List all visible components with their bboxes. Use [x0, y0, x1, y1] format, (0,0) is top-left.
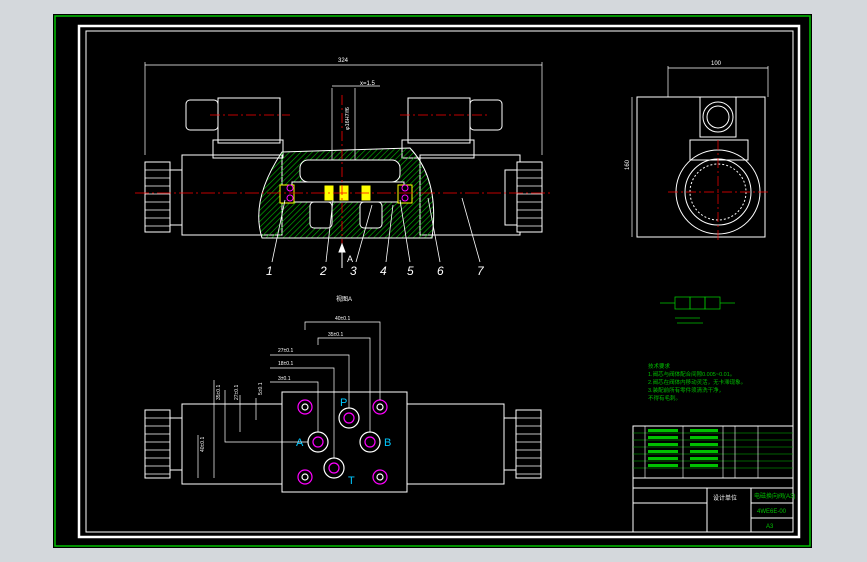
parts-list — [633, 426, 793, 478]
callout-2: 2 — [319, 264, 327, 278]
dim-p-e: 3±0.1 — [278, 376, 291, 382]
view-arrow-label: A — [347, 254, 353, 264]
note-1: 1.阀芯与阀体配合间隙0.005~0.01。 — [648, 370, 735, 378]
valve-internals — [279, 159, 413, 229]
callout-5: 5 — [407, 264, 414, 278]
dim-overall-width: 324 — [338, 58, 349, 64]
mount-hole-br — [372, 469, 388, 485]
notes-title: 技术要求 — [648, 362, 671, 370]
front-view — [144, 97, 543, 236]
drawing-sheet — [53, 14, 812, 548]
callout-7: 7 — [477, 264, 485, 278]
title-block-title: 电磁换向阀(A3) — [754, 492, 795, 500]
mount-hole-tl — [297, 399, 313, 415]
mount-hole-bl — [297, 469, 313, 485]
drawing-frame — [77, 24, 801, 539]
dim-p-c: 27±0.1 — [278, 348, 293, 354]
callout-6: 6 — [437, 264, 444, 278]
spring-left — [286, 184, 409, 202]
dim-side-height: 160 — [625, 159, 631, 170]
callout-1: 1 — [266, 264, 273, 278]
title-block-drawing-no: 4WE6E-00 — [757, 509, 787, 515]
dim-side-width: 100 — [711, 61, 722, 67]
dim-p-d: 18±0.1 — [278, 361, 293, 367]
dim-v-b: 27±0.1 — [234, 385, 240, 400]
dim-v-a: 35±0.1 — [216, 385, 222, 400]
title-block — [632, 425, 794, 533]
dim-spool-gap: x=1.5 — [360, 81, 376, 87]
port-p-label: P — [340, 397, 347, 409]
note-2: 2.阀芯在阀体内移动灵活，无卡滞现象。 — [648, 378, 746, 386]
right-knob — [516, 161, 543, 233]
dim-p-b: 35±0.1 — [328, 332, 343, 338]
view-title: 视图A — [336, 295, 352, 303]
dim-v-d: 40±0.1 — [200, 437, 206, 452]
overall-dimension — [144, 62, 543, 155]
leader-lines — [271, 197, 481, 263]
title-block-sheet: A3 — [766, 524, 774, 530]
technical-notes: 技术要求 1.阀芯与阀体配合间隙0.005~0.01。 2.阀芯在阀体内移动灵活… — [648, 362, 746, 402]
note-3: 3.装配前所有零件须清洗干净， — [648, 386, 724, 394]
port-b-label: B — [384, 437, 391, 449]
port-a-label: A — [296, 437, 304, 449]
hydraulic-symbol — [660, 296, 735, 324]
drawing-frame-inner — [85, 30, 794, 533]
dim-v-c: 5±0.1 — [258, 382, 264, 395]
dim-p-a: 40±0.1 — [335, 316, 350, 322]
note-4: 不得有毛刺。 — [648, 394, 681, 402]
title-block-company: 设计单位 — [713, 494, 737, 502]
left-knob — [144, 161, 171, 233]
sheet-outer-border — [54, 15, 811, 547]
port-t-label: T — [348, 475, 355, 487]
bottom-view — [144, 391, 542, 493]
view-arrow — [338, 242, 346, 268]
dim-bore: φ16H7/f6 — [345, 107, 351, 130]
bottom-dimensions — [197, 321, 381, 478]
callout-4: 4 — [380, 264, 387, 278]
callout-3: 3 — [350, 264, 357, 278]
